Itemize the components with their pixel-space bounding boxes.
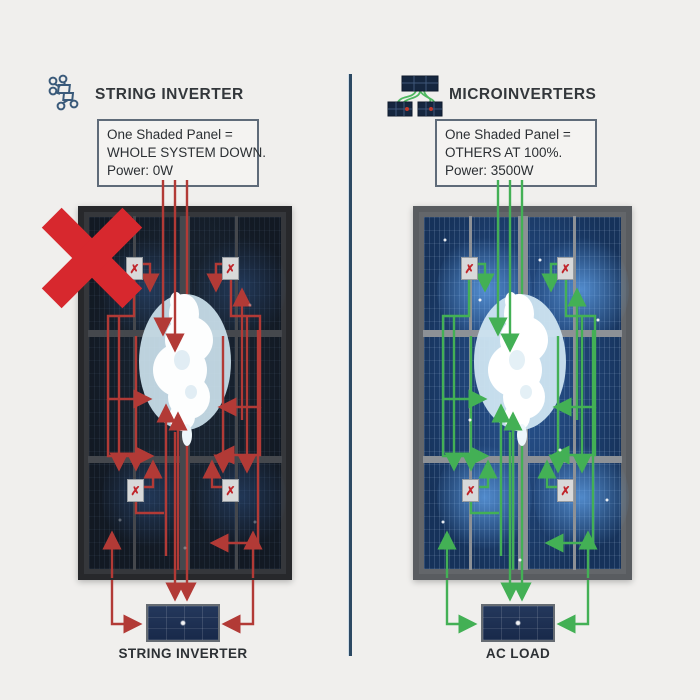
string-inverter-box [146, 604, 220, 642]
frame-separator [234, 216, 238, 570]
right-info-line-1: One Shaded Panel = [445, 127, 571, 142]
frame-separator [573, 216, 577, 570]
string-current-flow [102, 180, 263, 634]
junction-x-mark: ✗ [130, 483, 141, 498]
junction-box: ✗ [127, 479, 144, 502]
right-info-box: One Shaded Panel = OTHERS AT 100%. Power… [435, 119, 597, 188]
frame-separator [88, 456, 282, 463]
shade-blob-right [474, 292, 566, 446]
left-info-box: One Shaded Panel = WHOLE SYSTEM DOWN. Po… [97, 119, 267, 188]
junction-box: ✗ [557, 479, 574, 502]
left-device-label: STRING INVERTER [118, 646, 248, 661]
left-info-line-1: One Shaded Panel = [107, 127, 233, 142]
junction-box: ✗ [222, 257, 239, 280]
string-inverter-network-icon [46, 74, 86, 121]
ac-load-box [481, 604, 555, 642]
right-info-line-2: OTHERS AT 100%. [445, 144, 563, 160]
junction-x-mark: ✗ [225, 483, 236, 498]
junction-x-mark: ✗ [465, 483, 476, 498]
junction-box: ✗ [461, 257, 478, 280]
junction-x-mark: ✗ [560, 483, 571, 498]
junction-x-mark: ✗ [129, 261, 140, 276]
inverter-led-dot [483, 606, 553, 640]
junction-box: ✗ [557, 257, 574, 280]
center-divider [348, 74, 352, 656]
right-column-title: MICROINVERTERS [449, 86, 597, 103]
junction-box: ✗ [462, 479, 479, 502]
junction-x-mark: ✗ [225, 261, 236, 276]
right-info-line-3: Power: 3500W [445, 162, 534, 178]
junction-x-mark: ✗ [464, 261, 475, 276]
micro-current-flow [437, 180, 609, 634]
microinverters-icon [386, 74, 444, 125]
left-info-line-3: Power: 0W [107, 162, 174, 178]
junction-box: ✗ [126, 257, 143, 280]
right-device-label: AC LOAD [485, 646, 551, 661]
left-column-title: STRING INVERTER [95, 86, 244, 103]
inverter-led-dot [148, 606, 218, 640]
failure-x-icon [41, 207, 143, 309]
junction-box: ✗ [222, 479, 239, 502]
left-info-line-2: WHOLE SYSTEM DOWN. [107, 144, 267, 160]
junction-x-mark: ✗ [560, 261, 571, 276]
